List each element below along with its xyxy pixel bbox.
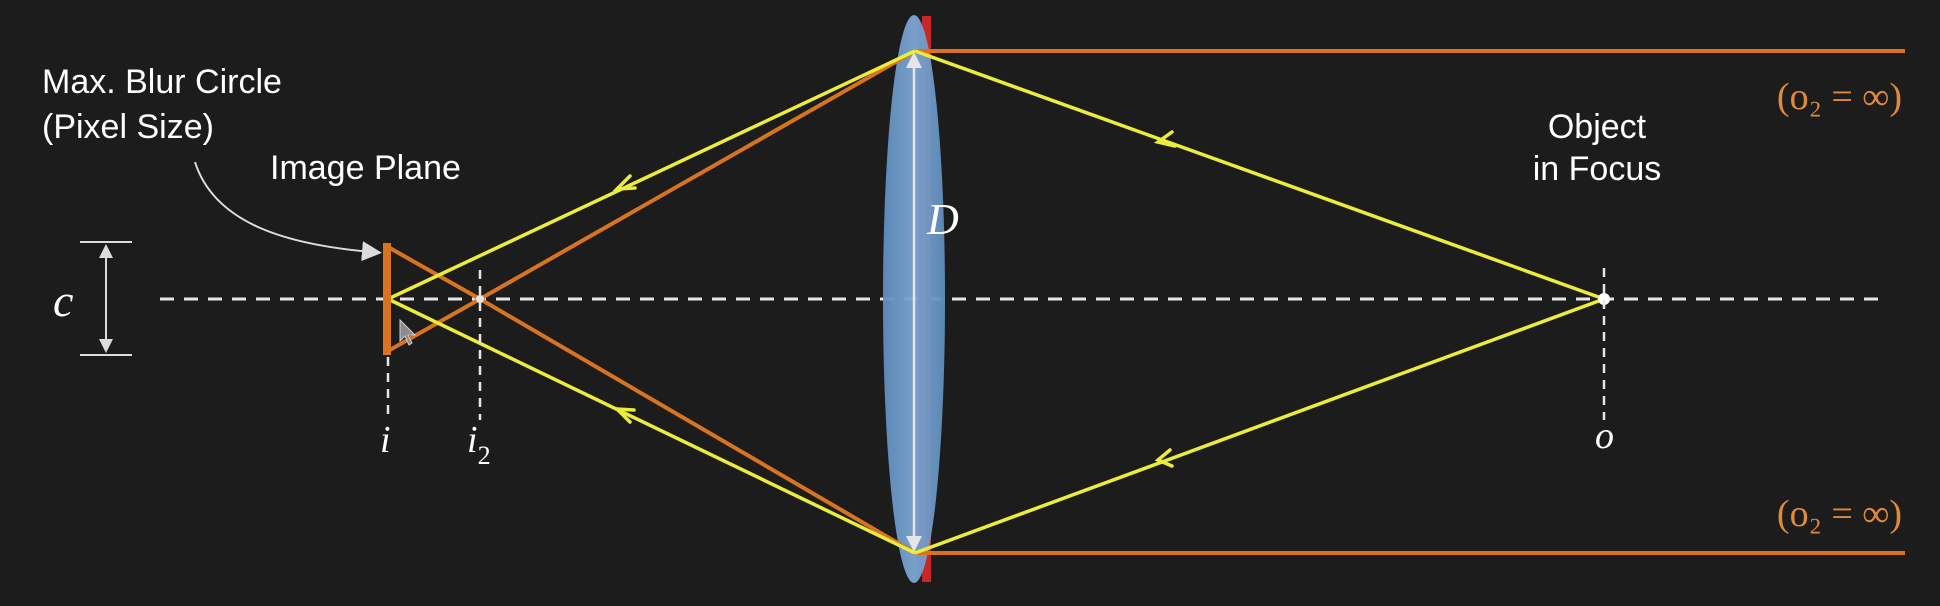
orange-ray-bottom-extend: [387, 245, 481, 301]
image-plane: [383, 243, 391, 355]
orange-ray-bottom-converge: [478, 297, 917, 555]
arrow-yellow-right-bottom: [1154, 448, 1174, 468]
arrow-yellow-right-top: [1153, 130, 1177, 148]
yellow-ray-object-top: [914, 49, 1605, 301]
object-label-line2: in Focus: [1533, 150, 1662, 188]
ray-arrows: [612, 130, 1177, 468]
blur-size-indicator: [80, 241, 132, 356]
blur-size-arrow-top: [99, 244, 113, 258]
cursor-icon: [399, 318, 417, 346]
arrow-yellow-left-bottom: [612, 406, 636, 424]
symbol-i: i: [380, 419, 391, 461]
blur-size-arrow-bottom: [99, 339, 113, 353]
object-label-line1: Object: [1548, 108, 1647, 146]
image-plane-label: Image Plane: [270, 149, 461, 187]
focus-point-i2: [476, 295, 484, 303]
position-markers: [386, 268, 1606, 420]
blur-circle-pointer: [194, 161, 382, 262]
yellow-rays: [387, 49, 1605, 555]
symbol-o: o: [1595, 415, 1614, 457]
orange-ray-top-converge: [479, 49, 916, 301]
orange-ray-top-extend: [387, 297, 481, 353]
symbol-i2: i2: [467, 419, 491, 470]
arrow-yellow-left-top: [612, 174, 637, 192]
symbol-D: D: [926, 195, 959, 244]
symbol-i2-subscript: 2: [478, 441, 491, 470]
o2-infinity-bottom: (o₂ = ∞): [1777, 493, 1902, 535]
yellow-ray-image-top: [387, 49, 916, 301]
o2-infinity-top: (o₂ = ∞): [1777, 76, 1902, 118]
yellow-ray-image-bottom: [387, 297, 916, 555]
yellow-ray-object-bottom: [914, 297, 1605, 555]
blur-circle-label-line1: Max. Blur Circle: [42, 63, 282, 101]
object-point: [1598, 293, 1610, 305]
orange-rays: [387, 49, 1905, 555]
diameter-arrow-head-bottom: [906, 536, 922, 552]
symbol-c: c: [53, 275, 73, 326]
symbol-i2-base: i: [467, 419, 478, 461]
diameter-arrow-head-top: [906, 52, 922, 68]
blur-circle-label-line2: (Pixel Size): [42, 108, 214, 146]
